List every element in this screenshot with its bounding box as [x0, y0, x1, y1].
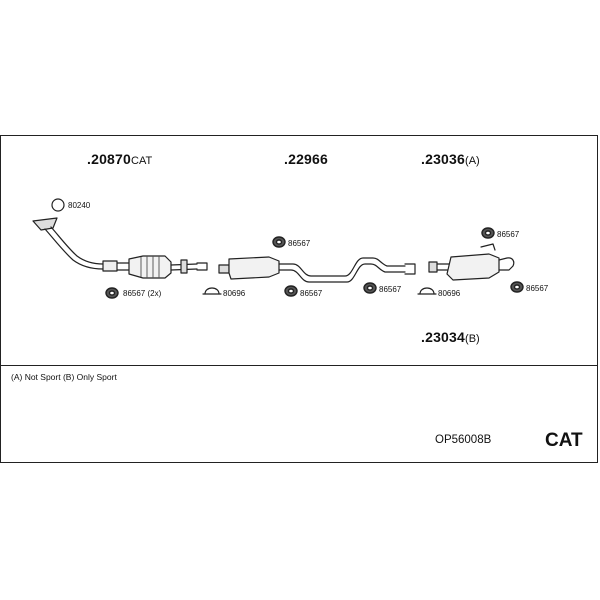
exhaust-system-drawing: [32, 198, 524, 299]
kit-type-label: CAT: [545, 430, 583, 451]
diagram-frame: .20870CAT .22966 .23036(A) .23034(B) 802…: [0, 135, 598, 463]
center-silencer-22966: [218, 256, 416, 283]
part-number-23034: .23034(B): [421, 329, 480, 345]
ring-80240-icon: [51, 198, 65, 212]
label-80696-b: 80696: [438, 289, 461, 298]
clamp-80696-icon: [202, 287, 437, 295]
label-80696-a: 80696: [223, 289, 246, 298]
variant-legend-note: (A) Not Sport (B) Only Sport: [11, 372, 117, 382]
label-86567-d: 86567: [497, 230, 520, 239]
label-80240: 80240: [68, 201, 91, 210]
front-pipe-20870: [32, 217, 208, 279]
label-86567-c: 86567: [379, 285, 402, 294]
label-86567-2x: 86567 (2x): [123, 289, 162, 298]
kit-number: OP56008B: [435, 434, 492, 446]
label-86567-a: 86567: [288, 239, 311, 248]
frame-divider: [1, 365, 597, 366]
part-number-23036: .23036(A): [421, 151, 480, 167]
part-number-22966: .22966: [284, 151, 329, 167]
hardware-icons: [51, 198, 524, 299]
rear-silencer-23036: [428, 243, 515, 281]
label-86567-e: 86567: [526, 284, 549, 293]
rubber-mount-86567-icon: [105, 227, 524, 299]
part-number-20870: .20870CAT: [87, 151, 153, 167]
label-86567-b: 86567: [300, 289, 323, 298]
